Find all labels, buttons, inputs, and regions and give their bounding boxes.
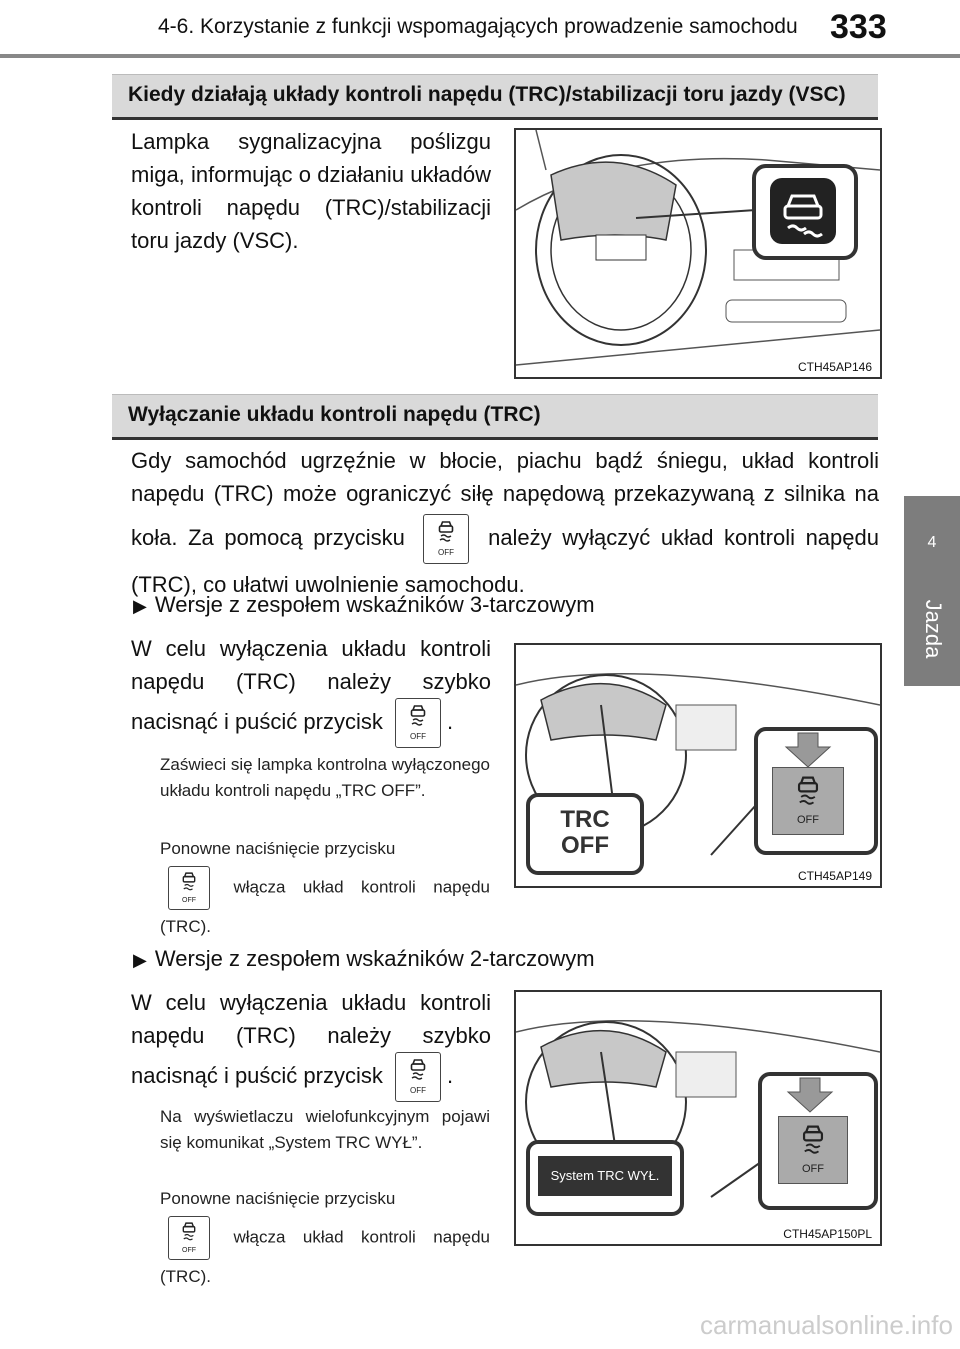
trc-off-button: [772, 767, 844, 835]
indicator-line2: OFF: [561, 832, 609, 859]
dashboard-illustration: [516, 1020, 880, 1198]
trc-off-button-icon: [168, 1216, 210, 1260]
dashboard-illustration: [516, 130, 880, 366]
variant1-text: W celu wyłączenia układu kontroli napędu…: [131, 636, 491, 734]
variant1-heading-text: Wersje z zespołem wskaźników 3-tarczowym: [154, 592, 595, 617]
variant2-text: W celu wyłączenia układu kontroli napędu…: [131, 990, 491, 1088]
section-title-trc-off: Wyłączanie układu kontroli napędu (TRC): [112, 394, 878, 440]
triangle-bullet-icon: ▶: [133, 596, 147, 616]
note2-text-b: włącza układ kontroli napędu (TRC).: [160, 1227, 490, 1286]
section1-paragraph: Lampka sygnalizacyjna poślizgu miga, inf…: [131, 129, 491, 253]
section-title-trc-vsc: Kiedy działają układy kontroli napędu (T…: [112, 74, 878, 120]
multi-info-display: System TRC WYŁ.: [538, 1156, 672, 1196]
figure-3-dial-cluster: TRC OFF CTH45AP149: [514, 643, 882, 888]
variant2-note1: Na wyświetlaczu wielofunkcyjnym pojawi s…: [160, 1107, 490, 1152]
press-arrow-icon: [784, 732, 832, 768]
variant1-heading: ▶ Wersje z zespołem wskaźników 3-tarczowy…: [133, 588, 595, 623]
figure-code: CTH45AP146: [797, 360, 872, 374]
slip-indicator-icon: [770, 178, 836, 244]
note2-text-a: Ponowne naciśnięcie przycisku: [160, 839, 396, 858]
header-rule: [0, 54, 960, 58]
variant2-note2: Ponowne naciśnięcie przycisku włącza ukł…: [160, 1186, 490, 1290]
figure-code: CTH45AP149: [797, 869, 872, 883]
button-callout: [754, 727, 878, 855]
display-message-callout: System TRC WYŁ.: [526, 1140, 684, 1216]
chapter-tab-label: Jazda: [921, 599, 946, 659]
press-arrow-icon: [786, 1077, 834, 1113]
section-title-text: Kiedy działają układy kontroli napędu (T…: [128, 83, 846, 106]
watermark: carmanualsonline.info: [700, 1310, 953, 1340]
variant2-instruction: W celu wyłączenia układu kontroli napędu…: [131, 986, 491, 1102]
trc-off-indicator-callout: TRC OFF: [526, 793, 644, 875]
figure-2-dial-cluster: System TRC WYŁ. CTH45AP150PL: [514, 990, 882, 1246]
triangle-bullet-icon: ▶: [133, 950, 147, 970]
variant2-heading: ▶ Wersje z zespołem wskaźników 2-tarczowy…: [133, 942, 595, 977]
trc-off-button: [778, 1116, 848, 1184]
button-callout: [758, 1072, 878, 1210]
section-title-text: Wyłączanie układu kontroli napędu (TRC): [128, 403, 541, 426]
variant1-instruction: W celu wyłączenia układu kontroli napędu…: [131, 632, 491, 748]
variant1-note2: Ponowne naciśnięcie przycisku włącza ukł…: [160, 836, 490, 940]
trc-off-button-icon: [395, 698, 441, 748]
variant2-heading-text: Wersje z zespołem wskaźników 2-tarczowym: [154, 946, 595, 971]
chapter-tab[interactable]: 4 Jazda: [904, 496, 960, 686]
note2-text-b: włącza układ kontroli napędu (TRC).: [160, 877, 490, 936]
figure-slip-indicator: CTH45AP146: [514, 128, 882, 379]
intro-text-b: należy wyłączyć układ kontroli napędu (T…: [131, 524, 879, 597]
trc-off-button-icon: [168, 866, 210, 910]
indicator-line1: TRC: [560, 806, 610, 833]
chapter-tab-number: 4: [927, 534, 937, 551]
chapter-header: 4-6. Korzystanie z funkcji wspomagającyc…: [158, 15, 798, 38]
note2-text-a: Ponowne naciśnięcie przycisku: [160, 1189, 396, 1208]
page-number: 333: [830, 8, 887, 46]
figure-code: CTH45AP150PL: [783, 1227, 872, 1241]
section2-intro: Gdy samochód ugrzęźnie w błocie, piachu …: [131, 444, 879, 601]
dashboard-illustration: [516, 673, 880, 856]
trc-off-button-icon: [395, 1052, 441, 1102]
intro-text-a: Gdy samochód ugrzęźnie w błocie, piachu …: [131, 448, 879, 550]
variant1-note1: Zaświeci się lampka kontrolna wyłączoneg…: [160, 755, 490, 800]
slip-indicator-callout: [752, 164, 858, 260]
trc-off-button-icon: [423, 514, 470, 564]
